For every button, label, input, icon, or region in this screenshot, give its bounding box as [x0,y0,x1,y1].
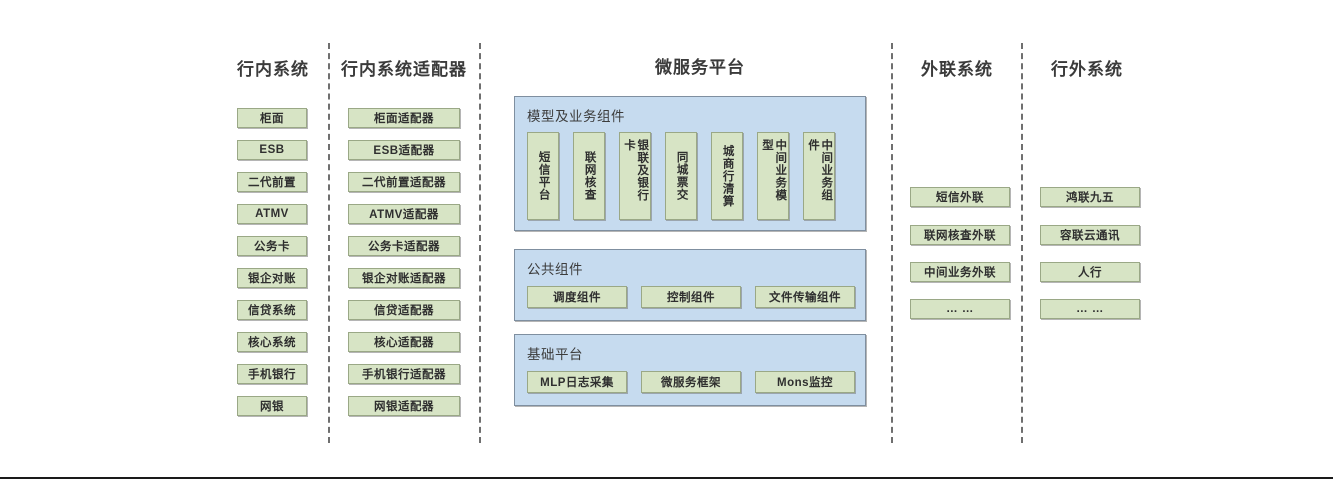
column-title-external-link-systems: 外联系统 [921,60,993,79]
node-public-component[interactable]: 控制组件 [641,286,741,308]
node-base-platform-component[interactable]: 微服务框架 [641,371,741,393]
column-divider-1 [328,43,330,443]
node-in-bank-system[interactable]: 信贷系统 [237,300,307,320]
node-base-platform-component[interactable]: Mons监控 [755,371,855,393]
node-off-bank-system[interactable]: 人行 [1040,262,1140,282]
node-in-bank-system[interactable]: 二代前置 [237,172,307,192]
node-public-component[interactable]: 文件传输组件 [755,286,855,308]
node-in-bank-adapter[interactable]: 二代前置适配器 [348,172,460,192]
node-in-bank-adapter[interactable]: ATMV适配器 [348,204,460,224]
node-external-link-system[interactable]: 短信外联 [910,187,1010,207]
node-in-bank-system[interactable]: ATMV [237,204,307,224]
node-public-component[interactable]: 调度组件 [527,286,627,308]
node-model-business-component[interactable]: 短信平台 [527,132,559,220]
column-title-in-bank-adapters: 行内系统适配器 [341,60,467,79]
node-model-business-component[interactable]: 中间业务组件 [803,132,835,220]
column-divider-4 [1021,43,1023,443]
node-external-link-system[interactable]: 中间业务外联 [910,262,1010,282]
node-in-bank-adapter[interactable]: 银企对账适配器 [348,268,460,288]
panel-base-platform: 基础平台 [514,334,866,406]
node-in-bank-system[interactable]: ESB [237,140,307,160]
node-off-bank-system[interactable]: 鸿联九五 [1040,187,1140,207]
panel-public-components: 公共组件 [514,249,866,321]
node-in-bank-adapter[interactable]: 柜面适配器 [348,108,460,128]
node-model-business-component[interactable]: 城商行清算 [711,132,743,220]
node-in-bank-system[interactable]: 核心系统 [237,332,307,352]
node-in-bank-system[interactable]: 手机银行 [237,364,307,384]
node-in-bank-adapter[interactable]: 网银适配器 [348,396,460,416]
column-title-in-bank-systems: 行内系统 [237,60,309,79]
node-external-link-system[interactable]: … … [910,299,1010,319]
panel-title-model-business-components: 模型及业务组件 [527,109,625,124]
node-in-bank-adapter[interactable]: 核心适配器 [348,332,460,352]
column-divider-3 [891,43,893,443]
column-divider-2 [479,43,481,443]
node-in-bank-system[interactable]: 公务卡 [237,236,307,256]
node-in-bank-adapter[interactable]: 信贷适配器 [348,300,460,320]
node-in-bank-system[interactable]: 网银 [237,396,307,416]
node-base-platform-component[interactable]: MLP日志采集 [527,371,627,393]
node-in-bank-adapter[interactable]: ESB适配器 [348,140,460,160]
node-model-business-component[interactable]: 中间业务模型 [757,132,789,220]
bottom-frame-line [0,477,1333,479]
panel-title-public-components: 公共组件 [527,262,583,277]
node-in-bank-adapter[interactable]: 公务卡适配器 [348,236,460,256]
node-external-link-system[interactable]: 联网核查外联 [910,225,1010,245]
node-in-bank-system[interactable]: 柜面 [237,108,307,128]
node-off-bank-system[interactable]: 容联云通讯 [1040,225,1140,245]
column-title-off-bank-systems: 行外系统 [1051,60,1123,79]
panel-title-base-platform: 基础平台 [527,347,583,362]
node-model-business-component[interactable]: 银联及银行卡 [619,132,651,220]
node-model-business-component[interactable]: 联网核查 [573,132,605,220]
node-model-business-component[interactable]: 同城票交 [665,132,697,220]
column-title-microservice-platform: 微服务平台 [655,58,745,77]
node-in-bank-system[interactable]: 银企对账 [237,268,307,288]
node-in-bank-adapter[interactable]: 手机银行适配器 [348,364,460,384]
node-off-bank-system[interactable]: … … [1040,299,1140,319]
